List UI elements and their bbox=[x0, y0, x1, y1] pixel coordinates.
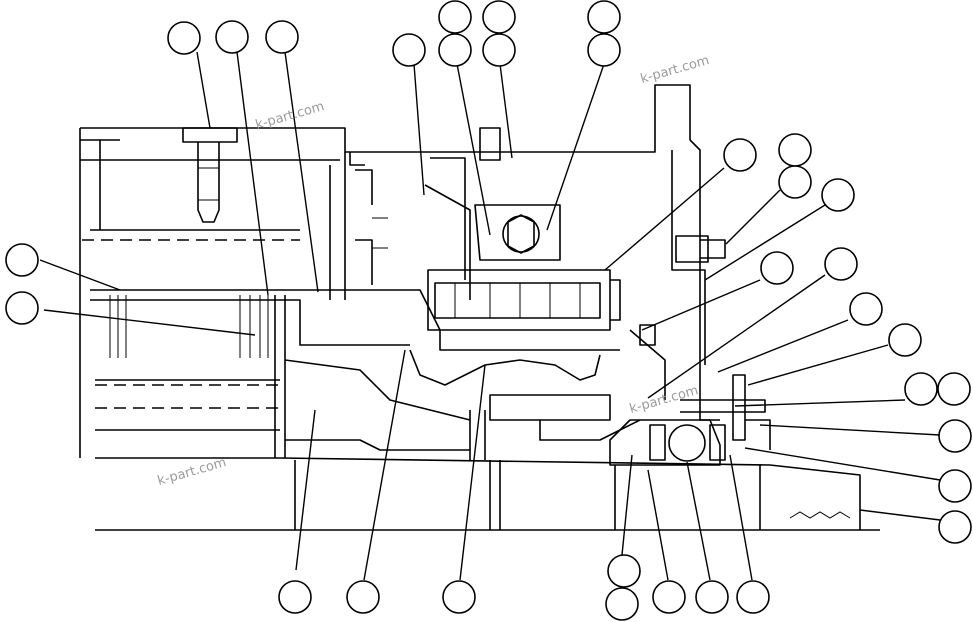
callout-11 bbox=[723, 138, 757, 172]
callout-7 bbox=[482, 0, 516, 34]
assembly-drawing bbox=[79, 84, 880, 531]
callout-6 bbox=[438, 33, 472, 67]
callout-18 bbox=[888, 323, 922, 357]
callout-balloons bbox=[5, 0, 972, 621]
callout-16 bbox=[824, 247, 858, 281]
callout-30 bbox=[605, 587, 639, 621]
callout-4 bbox=[392, 33, 426, 67]
callout-26 bbox=[278, 580, 312, 614]
callout-20 bbox=[937, 372, 971, 406]
callout-25 bbox=[5, 291, 39, 325]
callout-23 bbox=[938, 510, 972, 544]
callout-9 bbox=[587, 0, 621, 34]
callout-14 bbox=[821, 178, 855, 212]
callout-32 bbox=[695, 580, 729, 614]
callout-3 bbox=[265, 20, 299, 54]
callout-15 bbox=[760, 251, 794, 285]
callout-8 bbox=[482, 33, 516, 67]
callout-24 bbox=[5, 243, 39, 277]
callout-27 bbox=[346, 580, 380, 614]
callout-12 bbox=[778, 133, 812, 167]
callout-33 bbox=[736, 580, 770, 614]
callout-31 bbox=[652, 580, 686, 614]
callout-2 bbox=[215, 20, 249, 54]
callout-5 bbox=[438, 0, 472, 34]
callout-19 bbox=[904, 372, 938, 406]
callout-1 bbox=[167, 21, 201, 55]
leader-lines bbox=[39, 51, 941, 581]
callout-21 bbox=[938, 419, 972, 453]
callout-29 bbox=[607, 554, 641, 588]
callout-22 bbox=[938, 469, 972, 503]
callout-10 bbox=[587, 33, 621, 67]
callout-28 bbox=[442, 580, 476, 614]
callout-13 bbox=[778, 165, 812, 199]
callout-17 bbox=[849, 292, 883, 326]
